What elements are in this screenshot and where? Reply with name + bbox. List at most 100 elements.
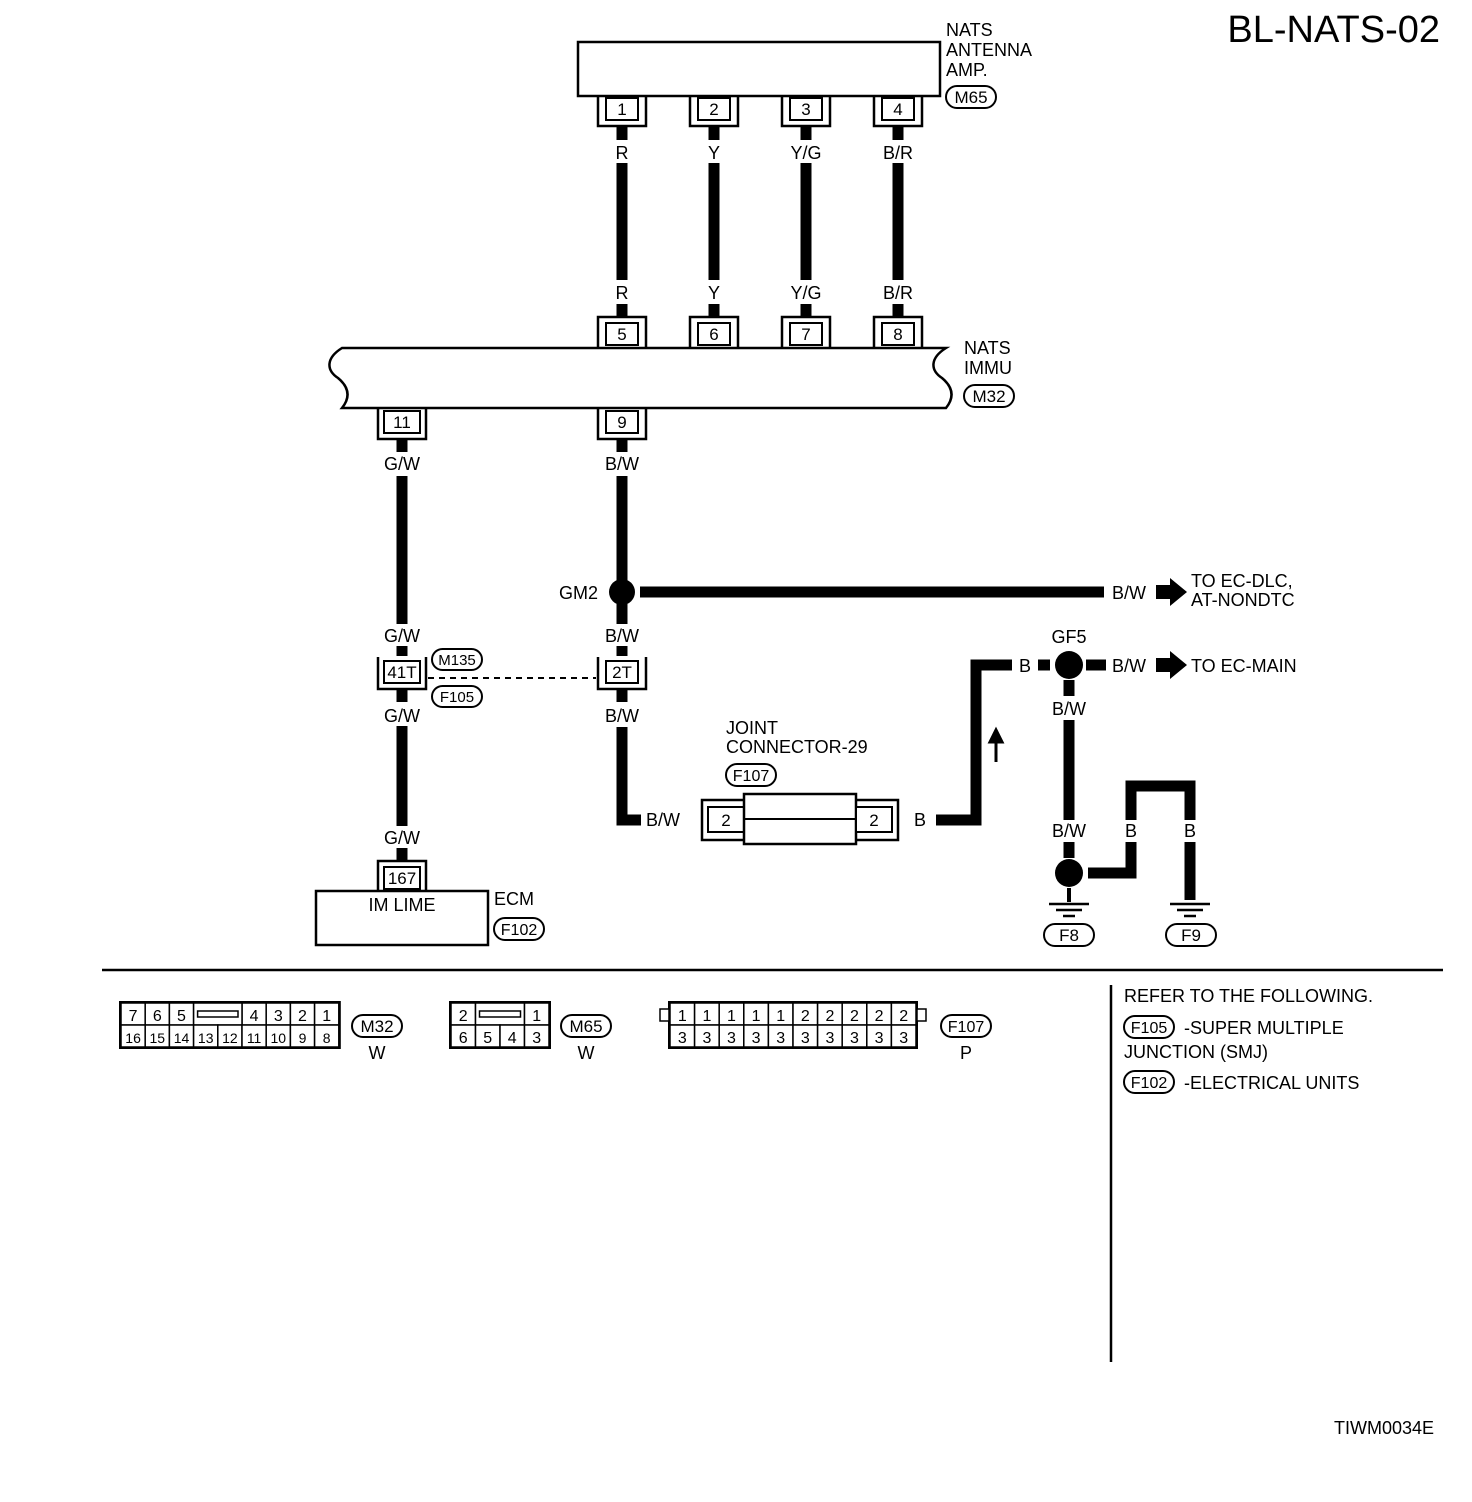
connector-tag-m65-face-text: M65	[569, 1017, 602, 1036]
svg-text:1: 1	[617, 100, 626, 119]
reference-tag-f105	[1123, 1015, 1175, 1039]
connector-pin-label: 15	[150, 1030, 166, 1046]
ground-icon	[1049, 902, 1089, 918]
svg-text:167: 167	[388, 869, 416, 888]
wire-b-ground-jumper	[1088, 842, 1137, 879]
connector-pin-label: 5	[177, 1008, 186, 1025]
ground-splice	[1055, 859, 1083, 887]
connector-tag-m65-face	[560, 1014, 612, 1038]
wire-color-label: B/R	[883, 283, 913, 303]
wire-color-label: G/W	[384, 828, 420, 848]
connector-pin-label: 2	[875, 1008, 884, 1025]
svg-text:11: 11	[393, 413, 411, 432]
connector-pin-label: 2	[459, 1008, 468, 1025]
arrow-right-icon	[1156, 651, 1187, 679]
connector-pin-label: 6	[459, 1030, 468, 1047]
smj-pin-2t: 2T	[596, 657, 648, 691]
reference-text: -SUPER MULTIPLE	[1184, 1018, 1344, 1038]
connector-pin-label: 16	[125, 1030, 141, 1046]
connector-tag-f107-face-text: F107	[948, 1019, 985, 1036]
antenna-pin-3: 3	[780, 96, 832, 128]
connector-color-f107: P	[960, 1043, 972, 1063]
immu-pin-5: 5	[596, 315, 648, 347]
svg-text:2T: 2T	[612, 663, 632, 682]
connector-tag-m32-text: M32	[972, 387, 1005, 406]
wire-b-ground-loop	[1125, 780, 1196, 820]
reference-tag-f102-text: F102	[1131, 1075, 1168, 1092]
wire-color-label: B/W	[605, 454, 639, 474]
wire-color-label: B/W	[1112, 656, 1146, 676]
reference-text: -ELECTRICAL UNITS	[1184, 1073, 1359, 1093]
ground-tag-f9-text: F9	[1181, 926, 1201, 945]
joint-connector-label-2: CONNECTOR-29	[726, 737, 868, 757]
antenna-pin-4: 4	[872, 96, 924, 128]
connector-pin-label: 1	[776, 1008, 785, 1025]
ground-icon	[1170, 902, 1210, 918]
wire-color-label: B/W	[1052, 821, 1086, 841]
antenna-pin-2: 2	[688, 96, 740, 128]
svg-text:8: 8	[893, 325, 902, 344]
connector-pin-label: 13	[198, 1030, 214, 1046]
joint-pin-right: 2	[855, 798, 900, 842]
immu-box	[328, 346, 953, 410]
connector-pin-label: 3	[532, 1030, 541, 1047]
smj-pin-41t: 41T	[376, 657, 428, 691]
connector-tag-m135	[431, 648, 483, 671]
figure-id: TIWM0034E	[1334, 1418, 1434, 1438]
splice-gf5-label: GF5	[1051, 627, 1086, 647]
destination-ec-main: TO EC-MAIN	[1191, 656, 1297, 676]
wire-color-label: Y	[708, 143, 720, 163]
connector-pin-label: 3	[899, 1030, 908, 1047]
reference-text: JUNCTION (SMJ)	[1124, 1042, 1268, 1062]
connector-pin-label: 12	[222, 1030, 238, 1046]
connector-pin-label: 8	[323, 1030, 331, 1046]
connector-tag-f107	[725, 763, 777, 787]
splice-gf5	[1055, 651, 1083, 679]
svg-text:3: 3	[801, 100, 810, 119]
connector-pin-label: 3	[752, 1030, 761, 1047]
reference-tag-f102	[1123, 1070, 1175, 1094]
connector-tag-m65	[945, 85, 997, 109]
immu-label-1: NATS	[964, 338, 1011, 358]
ecm-terminal-label: IM LIME	[368, 895, 435, 915]
connector-pin-label: 3	[702, 1030, 711, 1047]
connector-pin-label: 3	[875, 1030, 884, 1047]
ground-tag-f8	[1043, 923, 1095, 947]
connector-pin-label: 3	[776, 1030, 785, 1047]
antenna-amp-box	[576, 40, 942, 98]
connector-pin-label: 1	[702, 1008, 711, 1025]
antenna-pin-1: 1	[596, 96, 648, 128]
connector-tag-m65-text: M65	[954, 88, 987, 107]
wire-color-label: B	[914, 810, 926, 830]
wire-color-label: G/W	[384, 454, 420, 474]
ground-tag-f8-text: F8	[1059, 926, 1079, 945]
wire-color-label: G/W	[384, 706, 420, 726]
ecm-box	[314, 889, 490, 947]
wire-color-label: B/W	[605, 706, 639, 726]
wire-color-label: B	[1125, 821, 1137, 841]
reference-tag-f105-text: F105	[1131, 1020, 1168, 1037]
connector-pin-label: 3	[274, 1008, 283, 1025]
connector-tag-m32-face	[351, 1014, 403, 1038]
connector-pin-label: 1	[727, 1008, 736, 1025]
connector-pin-label: 4	[250, 1008, 259, 1025]
svg-text:9: 9	[617, 413, 626, 432]
svg-text:41T: 41T	[387, 663, 416, 682]
wire-color-label: B/W	[605, 626, 639, 646]
antenna-amp-label-3: AMP.	[946, 60, 988, 80]
page-title: BL-NATS-02	[1227, 9, 1440, 51]
connector-pin-label: 2	[899, 1008, 908, 1025]
immu-pin-9: 9	[596, 409, 648, 441]
immu-label-2: IMMU	[964, 358, 1012, 378]
connector-pin-label: 1	[678, 1008, 687, 1025]
connector-tag-f107-face	[940, 1014, 992, 1038]
connector-pin-label: 2	[850, 1008, 859, 1025]
connector-pin-label: 3	[801, 1030, 810, 1047]
wire-b-joint-to-gf5	[936, 659, 1012, 826]
connector-tag-m32	[963, 384, 1015, 408]
connector-pin-label: 3	[825, 1030, 834, 1047]
splice-gm2	[609, 579, 635, 605]
